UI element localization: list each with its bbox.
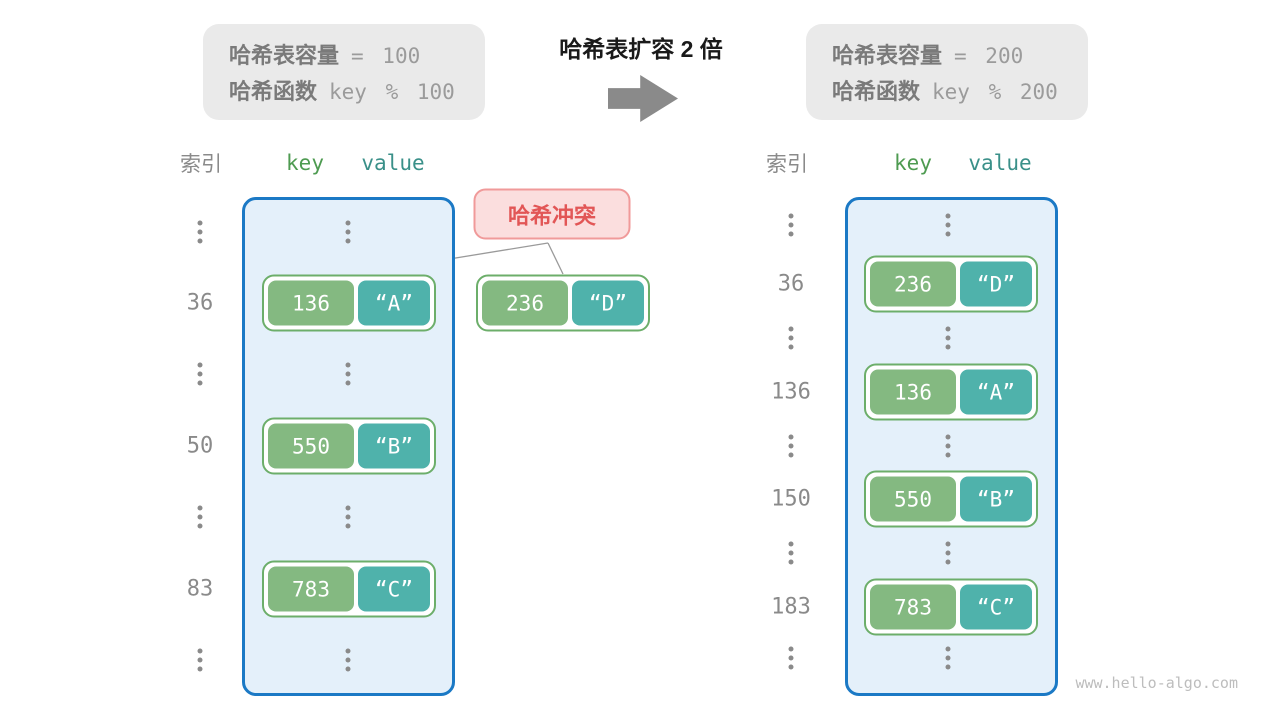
transition-title: 哈希表扩容 2 倍 (559, 36, 723, 62)
hash-function-value: key % 200 (932, 80, 1058, 104)
pair-550-B: 550 “B” (864, 470, 1038, 528)
pair-136-A: 136 “A” (864, 363, 1038, 421)
ellipsis-dots (945, 646, 951, 670)
info-row: 哈希函数 key % 200 (832, 74, 1088, 106)
ellipsis-dots (197, 220, 203, 244)
info-box-capacity-200: 哈希表容量 = 200 哈希函数 key % 200 (806, 24, 1088, 120)
key-cell: 783 (870, 584, 956, 630)
ellipsis-dots (197, 362, 203, 386)
key-cell: 550 (268, 423, 354, 469)
value-cell: “C” (358, 566, 430, 612)
right-index-label: 36 (777, 271, 805, 297)
watermark: www.hello-algo.com (1075, 674, 1238, 692)
info-row: 哈希表容量 = 100 (229, 38, 485, 70)
ellipsis-dots (788, 326, 794, 350)
right-index-label: 150 (771, 486, 811, 512)
ellipsis-dots (788, 213, 794, 237)
pair-136-A: 136 “A” (262, 274, 436, 332)
pair-783-C: 783 “C” (864, 578, 1038, 636)
ellipsis-dots (788, 646, 794, 670)
value-cell: “B” (358, 423, 430, 469)
right-index-label: 183 (771, 594, 811, 620)
ellipsis-dots (197, 648, 203, 672)
ellipsis-dots (788, 541, 794, 565)
left-index-label: 50 (186, 433, 214, 459)
left-header-index: 索引 (180, 153, 222, 176)
ellipsis-dots (345, 220, 351, 244)
ellipsis-dots (345, 648, 351, 672)
hash-function-label: 哈希函数 (229, 79, 318, 104)
pair-783-C: 783 “C” (262, 560, 436, 618)
capacity-label: 哈希表容量 (229, 43, 340, 68)
hash-collision-badge: 哈希冲突 (473, 188, 631, 240)
key-cell: 136 (268, 280, 354, 326)
value-cell: “B” (960, 476, 1032, 522)
capacity-label: 哈希表容量 (832, 43, 943, 68)
info-row: 哈希函数 key % 100 (229, 74, 485, 106)
ellipsis-dots (945, 326, 951, 350)
ellipsis-dots (945, 434, 951, 458)
right-arrow-icon (608, 75, 678, 122)
ellipsis-dots (345, 505, 351, 529)
value-cell: “A” (960, 369, 1032, 415)
value-cell: “D” (960, 261, 1032, 307)
hash-function-label: 哈希函数 (832, 79, 921, 104)
key-cell: 236 (870, 261, 956, 307)
left-header-value: value (361, 151, 425, 175)
right-header-index: 索引 (766, 153, 808, 176)
ellipsis-dots (945, 213, 951, 237)
info-row: 哈希表容量 = 200 (832, 38, 1088, 70)
key-cell: 136 (870, 369, 956, 415)
left-index-label: 36 (186, 290, 214, 316)
value-cell: “D” (572, 280, 644, 326)
key-cell: 550 (870, 476, 956, 522)
pair-236-D: 236 “D” (864, 255, 1038, 313)
right-index-label: 136 (771, 379, 811, 405)
pair-550-B: 550 “B” (262, 417, 436, 475)
key-cell: 783 (268, 566, 354, 612)
capacity-value: = 200 (954, 44, 1024, 68)
capacity-value: = 100 (351, 44, 421, 68)
right-header-key: key (894, 151, 932, 175)
ellipsis-dots (945, 541, 951, 565)
ellipsis-dots (788, 434, 794, 458)
right-header-value: value (968, 151, 1032, 175)
value-cell: “A” (358, 280, 430, 326)
info-box-capacity-100: 哈希表容量 = 100 哈希函数 key % 100 (203, 24, 485, 120)
left-header-key: key (286, 151, 324, 175)
pair-236-D-colliding: 236 “D” (476, 274, 650, 332)
ellipsis-dots (345, 362, 351, 386)
hash-function-value: key % 100 (329, 80, 455, 104)
value-cell: “C” (960, 584, 1032, 630)
left-index-label: 83 (186, 576, 214, 602)
key-cell: 236 (482, 280, 568, 326)
ellipsis-dots (197, 505, 203, 529)
